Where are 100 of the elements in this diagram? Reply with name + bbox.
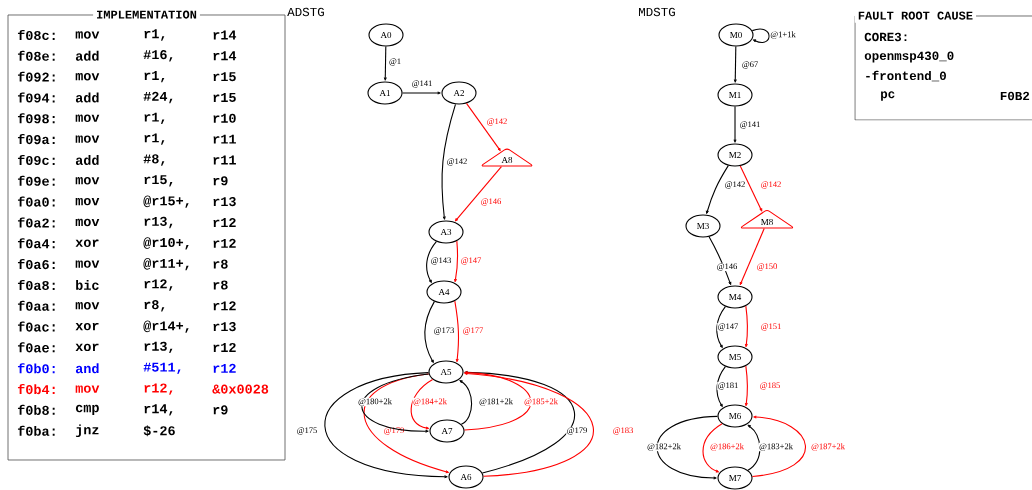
code-text: f0a8: — [17, 279, 55, 291]
code-text: r8 — [213, 259, 228, 269]
code-text: r1, — [144, 112, 165, 124]
edge-label: @177 — [462, 326, 484, 336]
ellipse-node: A3 — [428, 220, 464, 244]
triangle-node: A8 — [481, 148, 533, 167]
edge-label: @173 — [433, 326, 455, 336]
code-text: mov — [75, 302, 100, 310]
ellipse-node: M4 — [717, 285, 753, 309]
code-text: r11 — [213, 134, 236, 144]
arrow — [708, 236, 732, 286]
code-text: xor — [75, 343, 99, 352]
code-text: &0x0028 — [212, 384, 269, 394]
edge-label: @180+2k — [357, 397, 393, 407]
code-text: mov — [75, 260, 100, 268]
code-text: r13, — [144, 216, 173, 229]
arrow — [464, 372, 594, 477]
edge-label: @146 — [480, 197, 502, 207]
code-text: r1, — [144, 133, 165, 145]
code-text: #16, — [143, 50, 173, 62]
arrow — [426, 241, 437, 283]
arrow — [751, 415, 806, 478]
arrow — [744, 365, 749, 407]
ellipse-node: A4 — [426, 280, 462, 304]
edge-label: @182+2k — [646, 442, 682, 452]
edge-label: @179 — [383, 426, 405, 436]
code-text: f098: — [17, 113, 55, 124]
code-text: r9 — [213, 176, 228, 186]
code-text: r8, — [144, 300, 165, 312]
edge-label: @143 — [430, 256, 452, 266]
arrow — [739, 165, 763, 212]
ellipse-node: A0 — [368, 23, 404, 47]
edge-label: @150 — [756, 262, 778, 272]
ellipse-node: A6 — [448, 465, 484, 489]
ellipse-node: M2 — [717, 143, 753, 167]
code-text: bic — [76, 280, 99, 290]
ellipse-node: A5 — [428, 360, 464, 384]
code-text: @r10+, — [143, 237, 189, 250]
code-text: xor — [75, 239, 99, 247]
arrow — [363, 373, 450, 474]
code-text: f0aa: — [17, 300, 55, 311]
code-text: xor — [75, 322, 99, 331]
code-text: mov — [75, 177, 100, 185]
code-text: r14 — [213, 51, 237, 61]
edge-label: @185 — [759, 381, 781, 391]
arrow — [716, 366, 726, 408]
ellipse-node: M7 — [717, 466, 753, 490]
code-text: f08e: — [17, 50, 55, 61]
ellipse-node: M3 — [685, 214, 721, 238]
graph-title: MDSTG — [639, 7, 675, 17]
code-text: r12 — [213, 342, 236, 352]
arrow — [454, 166, 502, 222]
edge-label: @146 — [716, 262, 738, 272]
code-text: f0a6: — [17, 259, 55, 270]
code-text: add — [75, 155, 99, 165]
code-text: add — [75, 50, 99, 61]
code-text: cmp — [75, 404, 99, 415]
arrow — [705, 165, 729, 214]
edge-label: @183+2k — [758, 442, 794, 452]
code-text: r8 — [213, 280, 228, 290]
code-text: r15 — [213, 93, 236, 102]
edge-label: @142 — [446, 157, 468, 167]
arrow — [464, 370, 575, 474]
code-text: f09a: — [17, 134, 55, 145]
edge-label: @187+2k — [810, 442, 846, 452]
code-text: f0b0: — [17, 363, 55, 374]
arrow — [402, 91, 441, 95]
edge-label: @151 — [760, 322, 782, 332]
arrow — [410, 378, 434, 430]
edge-label: @1+1k — [769, 30, 797, 40]
arrow — [454, 240, 459, 283]
arrow — [751, 28, 770, 43]
code-text: f0a4: — [17, 238, 55, 249]
edge-label: @181 — [717, 381, 739, 391]
code-text: r15 — [213, 72, 236, 82]
code-text: r15, — [144, 175, 173, 187]
arrow — [747, 424, 761, 471]
edge-label: @142 — [486, 117, 508, 127]
arrow — [733, 106, 737, 143]
code-text: r12, — [144, 279, 173, 291]
code-text: mov — [75, 197, 100, 206]
arrow — [459, 380, 473, 425]
code-text: f0ae: — [17, 342, 55, 353]
code-text: r11 — [213, 155, 236, 165]
code-text: f092: — [17, 71, 55, 82]
edge-label: @179 — [566, 426, 588, 436]
code-text: r12 — [213, 363, 236, 373]
code-text: #511, — [143, 362, 181, 374]
edge-label: @185+2k — [523, 397, 559, 407]
code-text: r13 — [213, 197, 236, 207]
code-text: f0b8: — [17, 404, 55, 415]
code-text: #8, — [143, 154, 165, 166]
code-text: r13 — [213, 322, 236, 332]
graph-title: ADSTG — [287, 7, 324, 17]
code-text: f09c: — [17, 154, 55, 166]
triangle-node: M8 — [740, 210, 794, 229]
code-text: $-26 — [143, 425, 175, 437]
ellipse-node: M6 — [717, 404, 753, 428]
code-text: f0a2: — [17, 217, 55, 228]
arrow — [656, 415, 718, 480]
